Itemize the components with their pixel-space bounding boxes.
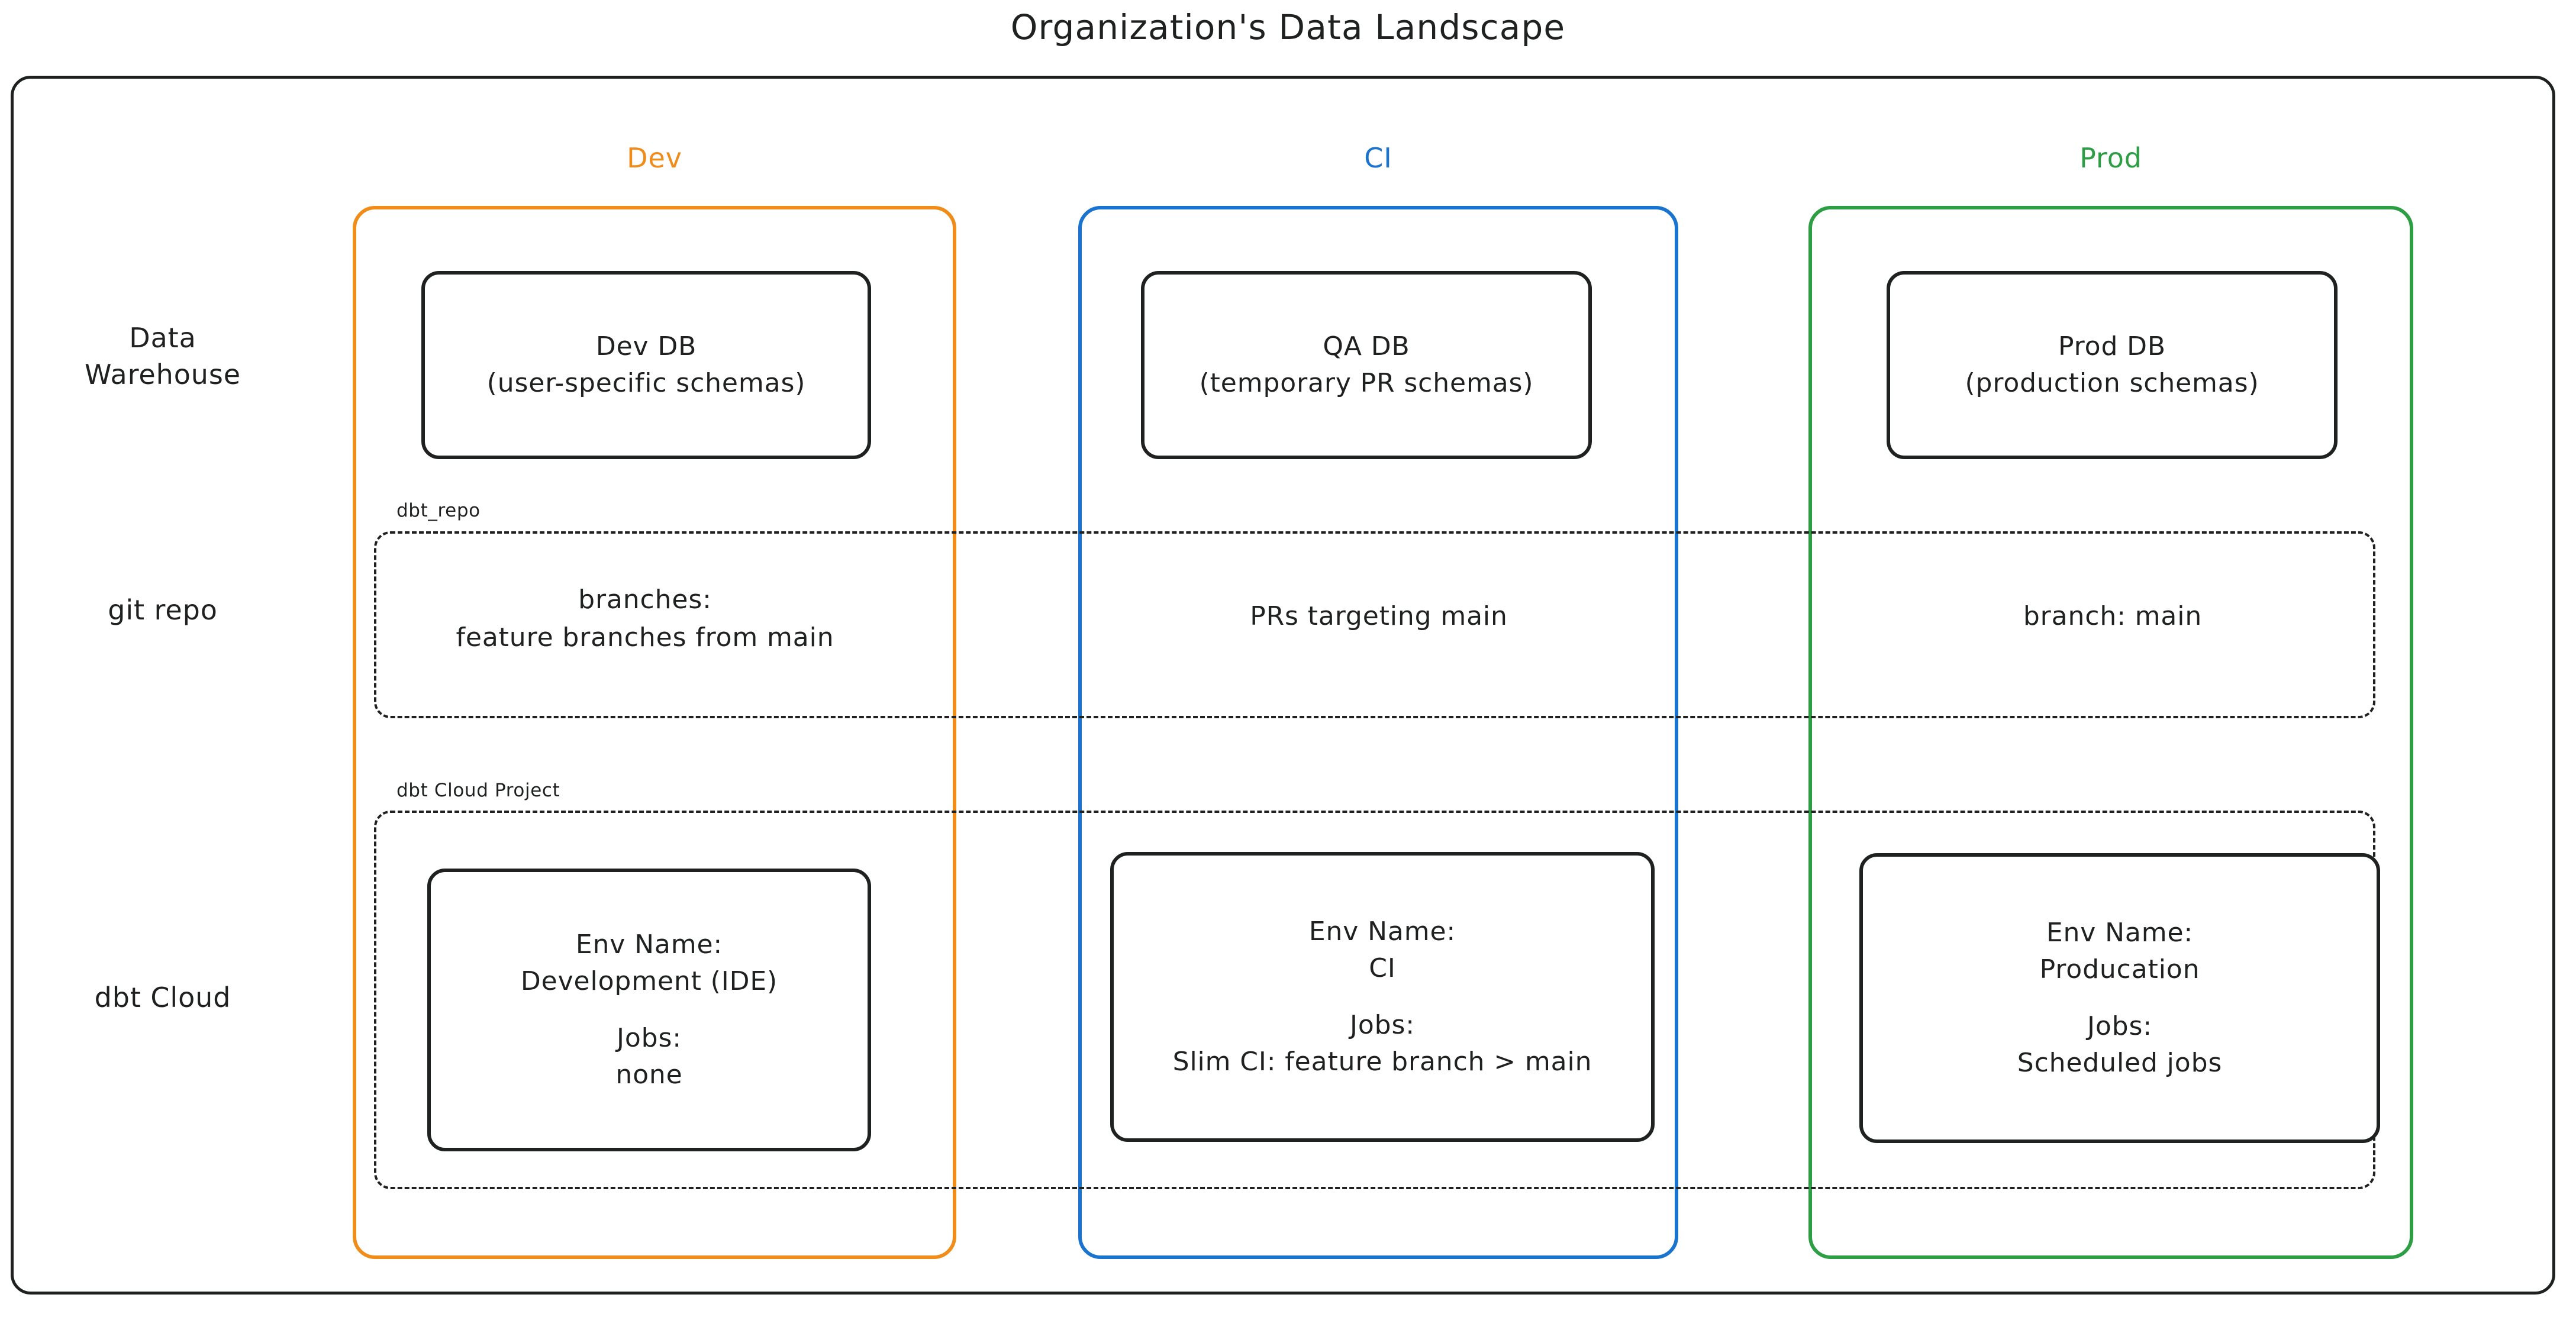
- env-column-ci[interactable]: [1078, 206, 1678, 1259]
- prod-env-name-label: Env Name:: [2046, 917, 2194, 948]
- git-text-prod: branch: main: [2023, 601, 2203, 631]
- env-column-prod[interactable]: [1808, 206, 2413, 1259]
- row-label-git-repo: git repo: [108, 594, 218, 626]
- ci-env-name-label: Env Name:: [1308, 916, 1456, 947]
- dev-jobs-value: none: [615, 1059, 683, 1090]
- row-label-dbt-cloud: dbt Cloud: [94, 982, 231, 1013]
- ci-jobs-label: Jobs:: [1350, 1009, 1415, 1040]
- node-dev-db-detail: (user-specific schemas): [486, 368, 806, 398]
- row-label-data-warehouse: Data Warehouse: [85, 322, 241, 391]
- node-prod-db-detail: (production schemas): [1965, 368, 2259, 398]
- node-dev-db-name: Dev DB: [595, 331, 697, 361]
- env-title-prod: Prod: [2080, 142, 2142, 174]
- git-text-ci: PRs targeting main: [1250, 601, 1508, 631]
- node-prod-db[interactable]: Prod DB (production schemas): [1887, 271, 2338, 459]
- env-title-dev: Dev: [627, 142, 682, 174]
- prod-jobs-value: Scheduled jobs: [2017, 1047, 2223, 1078]
- env-title-ci: CI: [1364, 142, 1392, 174]
- node-qa-db[interactable]: QA DB (temporary PR schemas): [1141, 271, 1592, 459]
- prod-env-name-value: Producation: [2039, 954, 2200, 985]
- git-text-dev: branches: feature branches from main: [456, 585, 834, 653]
- group-dbt-repo: [374, 531, 2375, 718]
- dev-jobs-label: Jobs:: [617, 1022, 682, 1053]
- node-dbt-cloud-prod[interactable]: Env Name: Producation Jobs: Scheduled jo…: [1859, 853, 2380, 1143]
- node-dbt-cloud-ci[interactable]: Env Name: CI Jobs: Slim CI: feature bran…: [1110, 852, 1655, 1142]
- node-qa-db-name: QA DB: [1323, 331, 1410, 361]
- node-dbt-cloud-dev[interactable]: Env Name: Development (IDE) Jobs: none: [427, 869, 871, 1151]
- ci-env-name-value: CI: [1369, 953, 1396, 984]
- ci-jobs-value: Slim CI: feature branch > main: [1172, 1046, 1592, 1077]
- group-label-dbt-cloud-project: dbt Cloud Project: [391, 780, 566, 801]
- prod-jobs-label: Jobs:: [2087, 1011, 2152, 1041]
- dev-env-name-label: Env Name:: [575, 929, 723, 960]
- group-label-dbt-repo: dbt_repo: [391, 500, 486, 521]
- node-qa-db-detail: (temporary PR schemas): [1199, 368, 1534, 398]
- page-title: Organization's Data Landscape: [1010, 7, 1566, 47]
- node-dev-db[interactable]: Dev DB (user-specific schemas): [421, 271, 871, 459]
- outer-frame: [11, 76, 2555, 1295]
- node-prod-db-name: Prod DB: [2058, 331, 2166, 361]
- env-column-dev[interactable]: [353, 206, 956, 1259]
- dev-env-name-value: Development (IDE): [520, 966, 778, 997]
